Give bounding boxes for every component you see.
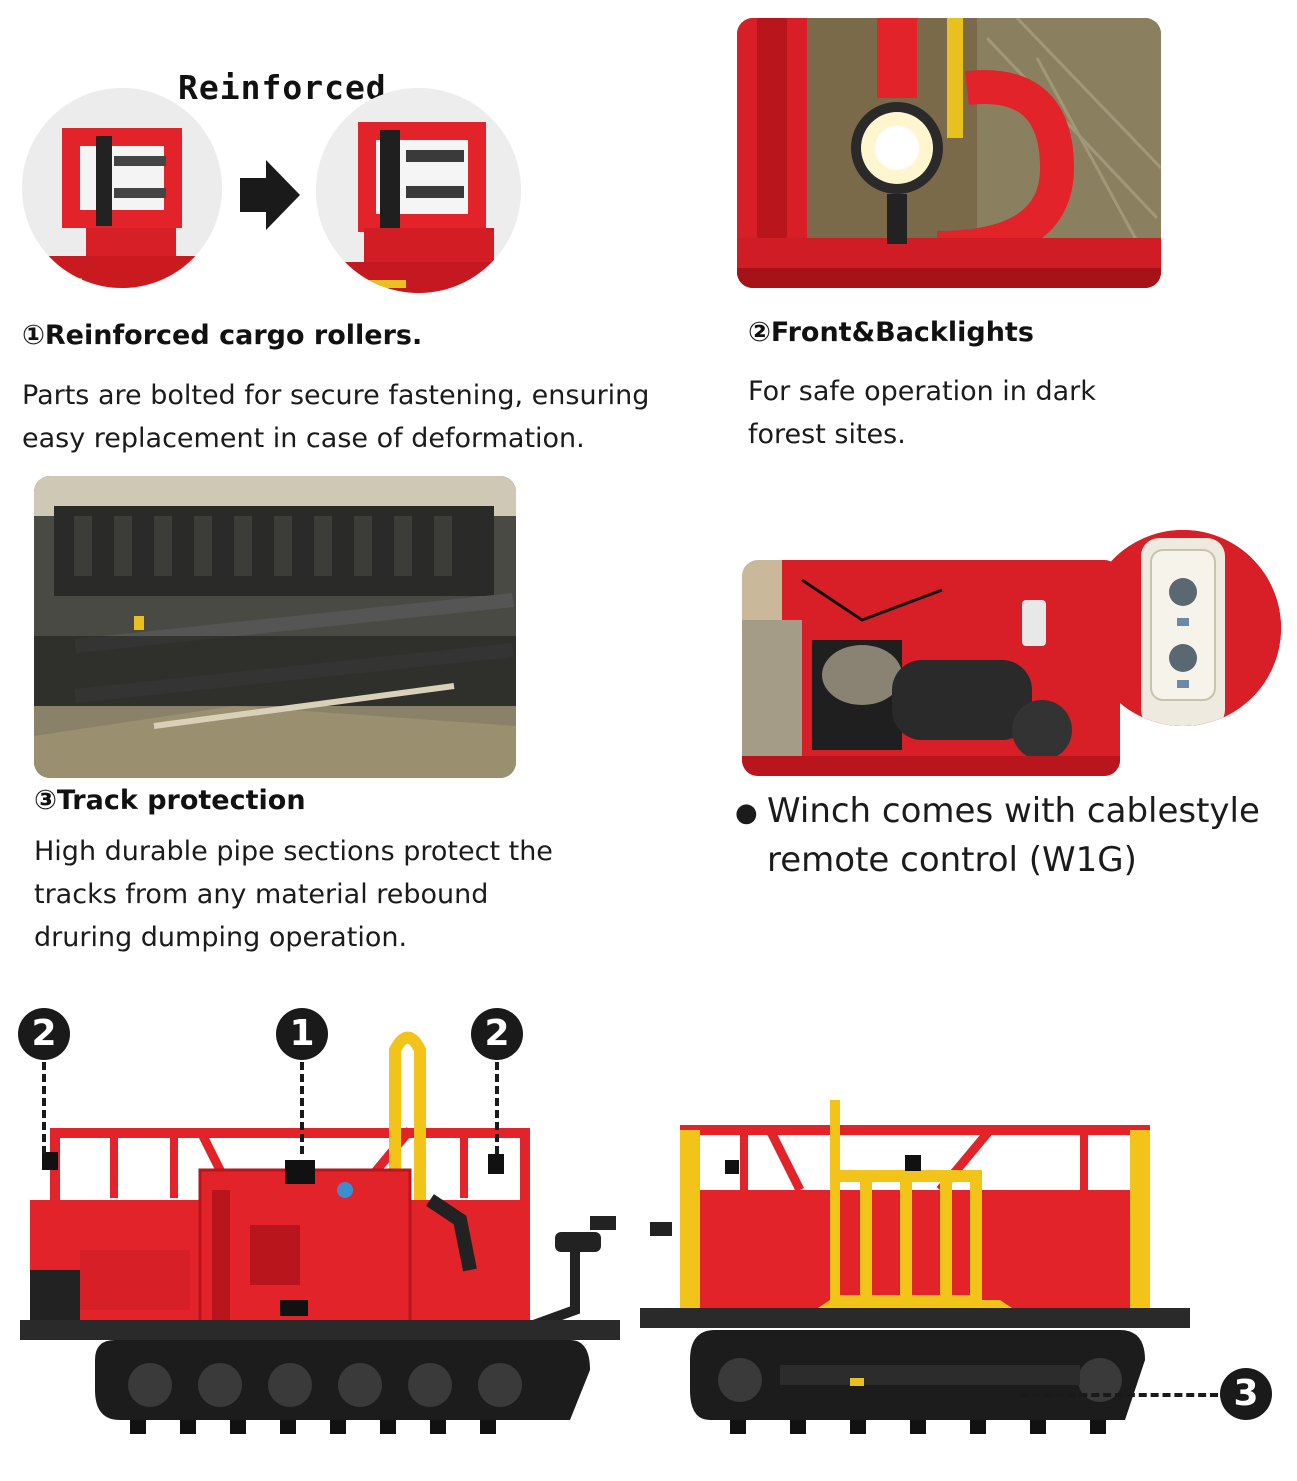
lights-title: ②Front&Backlights [748,317,1034,348]
roller-after-illustration [316,88,521,293]
carrier-rear-view [640,1100,1190,1434]
track-body-line: druring dumping operation. [34,922,408,953]
callout-line-1 [300,1062,304,1154]
lights-body: For safe operation in dark forest sites. [748,370,1208,456]
rollers-body-line: easy replacement in case of deformation. [22,423,585,454]
winch-caption-text: remote control (W1G) [767,840,1137,880]
bullet-icon: ● [735,798,758,828]
rollers-body: Parts are bolted for secure fastening, e… [22,374,702,460]
rollers-title: ①Reinforced cargo rollers. [22,320,423,351]
remote-control-illustration [1085,530,1281,726]
winch-caption: ● Winch comes with cablestyle remote con… [735,788,1295,884]
callout-line-2-right [495,1062,499,1154]
roller-before-image [22,88,222,288]
winch-photo [742,560,1120,776]
track-protection-illustration [34,476,516,778]
lights-body-line: forest sites. [748,419,906,450]
track-title: ③Track protection [34,785,306,816]
carrier-side-view [20,1031,620,1434]
roller-before-illustration [22,88,222,288]
machine-diagram [0,990,1297,1477]
callout-marker-3: 3 [1220,1368,1272,1420]
callout-marker-1: 1 [276,1008,328,1060]
callout-marker-2-left: 2 [18,1008,70,1060]
winch-caption-text: Winch comes with cablestyle [767,791,1260,831]
winch-caption-line: ● Winch comes with cablestyle [735,788,1295,837]
rollers-body-line: Parts are bolted for secure fastening, e… [22,380,650,411]
callout-line-3 [1020,1393,1218,1397]
track-protection-photo [34,476,516,778]
backlight-illustration [737,18,1161,288]
callout-line-2-left [42,1062,46,1154]
winch-illustration [742,560,1120,776]
lights-body-line: For safe operation in dark [748,376,1096,407]
track-body: High durable pipe sections protect the t… [34,830,634,959]
remote-control-closeup [1085,530,1281,726]
carrier-machine-illustration [20,1031,1190,1434]
reinforced-label: Reinforced [178,68,387,107]
track-body-line: tracks from any material rebound [34,879,489,910]
callout-marker-2-right: 2 [471,1008,523,1060]
roller-after-image [316,88,521,293]
arrow-right-icon [240,160,300,230]
backlight-photo [737,18,1161,288]
track-body-line: High durable pipe sections protect the [34,836,553,867]
